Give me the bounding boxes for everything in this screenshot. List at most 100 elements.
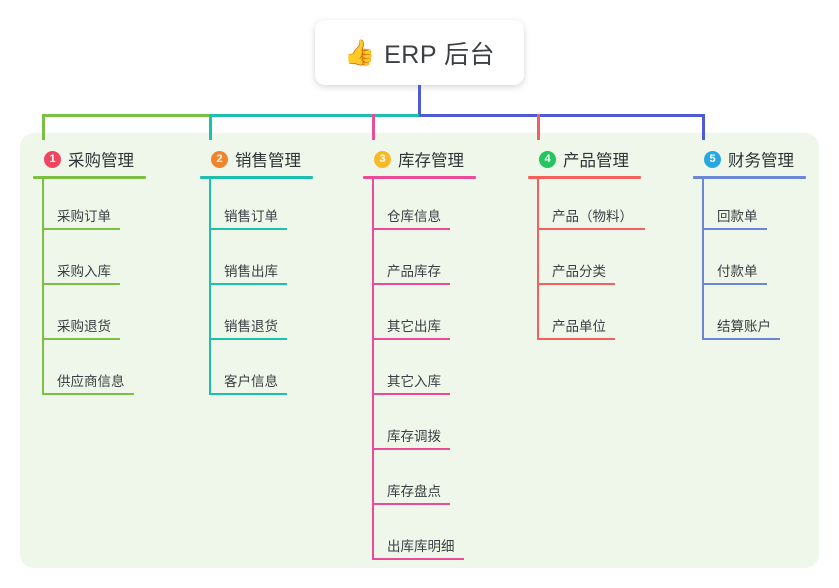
column-spine xyxy=(209,179,211,395)
menu-item[interactable]: 出库库明细 xyxy=(363,509,508,564)
column-header-5[interactable]: 5 财务管理 xyxy=(693,147,813,171)
column-spine xyxy=(702,179,704,340)
menu-item-label: 产品（物料） xyxy=(552,209,633,224)
menu-item-rule xyxy=(209,283,287,285)
column-header-rule xyxy=(363,176,476,179)
menu-item[interactable]: 供应商信息 xyxy=(33,344,178,399)
menu-item-rule xyxy=(537,228,645,230)
menu-item-rule xyxy=(42,393,134,395)
menu-item-label: 库存盘点 xyxy=(387,484,441,499)
column-spine xyxy=(42,179,44,395)
menu-item[interactable]: 销售退货 xyxy=(200,289,345,344)
menu-item-rule xyxy=(372,338,450,340)
menu-item[interactable]: 采购订单 xyxy=(33,179,178,234)
menu-item-label: 销售出库 xyxy=(224,264,278,279)
column-title: 产品管理 xyxy=(563,152,629,170)
connector-stub-3 xyxy=(372,114,375,140)
column-items: 仓库信息产品库存其它出库其它入库库存调拨库存盘点出库库明细 xyxy=(363,179,508,564)
menu-item[interactable]: 销售出库 xyxy=(200,234,345,289)
menu-item-label: 采购订单 xyxy=(57,209,111,224)
menu-item-label: 结算账户 xyxy=(717,319,771,334)
menu-item[interactable]: 其它出库 xyxy=(363,289,508,344)
menu-item[interactable]: 仓库信息 xyxy=(363,179,508,234)
menu-item[interactable]: 销售订单 xyxy=(200,179,345,234)
menu-item-label: 采购入库 xyxy=(57,264,111,279)
column-number-badge: 2 xyxy=(211,150,228,168)
menu-item-rule xyxy=(537,283,615,285)
column-header-rule xyxy=(33,176,146,179)
column-items: 回款单付款单结算账户 xyxy=(693,179,813,344)
column-title: 采购管理 xyxy=(68,152,134,170)
menu-item[interactable]: 结算账户 xyxy=(693,289,813,344)
menu-item-rule xyxy=(372,558,464,560)
connector-bus-segment-2 xyxy=(210,114,419,117)
column-number-badge: 4 xyxy=(539,150,556,168)
menu-item-rule xyxy=(702,338,780,340)
column-4: 4 产品管理产品（物料） 产品分类产品单位 xyxy=(528,147,673,344)
root-node-card[interactable]: 👍 ERP 后台 xyxy=(315,20,524,85)
column-header-2[interactable]: 2 销售管理 xyxy=(200,147,345,171)
menu-item-label: 仓库信息 xyxy=(387,209,441,224)
menu-item-label: 其它入库 xyxy=(387,374,441,389)
column-items: 产品（物料） 产品分类产品单位 xyxy=(528,179,673,344)
menu-item-label: 客户信息 xyxy=(224,374,278,389)
column-header-3[interactable]: 3 库存管理 xyxy=(363,147,508,171)
menu-item-rule xyxy=(42,283,120,285)
column-header-4[interactable]: 4 产品管理 xyxy=(528,147,673,171)
menu-item-rule xyxy=(42,338,120,340)
column-header-rule xyxy=(200,176,313,179)
thumbs-up-icon: 👍 xyxy=(343,38,376,67)
menu-item-label: 其它出库 xyxy=(387,319,441,334)
menu-item-rule xyxy=(537,338,615,340)
menu-item-rule xyxy=(372,393,450,395)
menu-item-label: 库存调拨 xyxy=(387,429,441,444)
menu-item[interactable]: 库存调拨 xyxy=(363,399,508,454)
menu-item[interactable]: 产品（物料） xyxy=(528,179,673,234)
menu-item[interactable]: 回款单 xyxy=(693,179,813,234)
connector-stub-1 xyxy=(42,114,45,140)
menu-item[interactable]: 产品单位 xyxy=(528,289,673,344)
column-5: 5 财务管理回款单付款单结算账户 xyxy=(693,147,813,344)
column-title: 财务管理 xyxy=(728,152,794,170)
menu-item-label: 产品分类 xyxy=(552,264,606,279)
menu-item-label: 供应商信息 xyxy=(57,374,125,389)
connector-trunk-vertical xyxy=(418,85,421,116)
menu-item[interactable]: 客户信息 xyxy=(200,344,345,399)
menu-item-label: 回款单 xyxy=(717,209,758,224)
menu-item-rule xyxy=(702,283,767,285)
menu-item-label: 销售订单 xyxy=(224,209,278,224)
menu-item[interactable]: 采购退货 xyxy=(33,289,178,344)
menu-item-rule xyxy=(209,228,287,230)
connector-bus-segment-3 xyxy=(419,114,705,117)
diagram-background-panel xyxy=(20,133,819,568)
column-spine xyxy=(537,179,539,340)
column-3: 3 库存管理仓库信息产品库存其它出库其它入库库存调拨库存盘点出库库明细 xyxy=(363,147,508,564)
column-number-badge: 3 xyxy=(374,150,391,168)
column-items: 销售订单销售出库销售退货客户信息 xyxy=(200,179,345,399)
connector-stub-4 xyxy=(537,114,540,140)
menu-item[interactable]: 产品分类 xyxy=(528,234,673,289)
column-number-badge: 5 xyxy=(704,150,721,168)
menu-item-rule xyxy=(372,503,450,505)
menu-item[interactable]: 付款单 xyxy=(693,234,813,289)
menu-item[interactable]: 其它入库 xyxy=(363,344,508,399)
connector-stub-5 xyxy=(702,114,705,140)
menu-item[interactable]: 库存盘点 xyxy=(363,454,508,509)
column-header-rule xyxy=(693,176,806,179)
column-2: 2 销售管理销售订单销售出库销售退货客户信息 xyxy=(200,147,345,399)
menu-item-label: 采购退货 xyxy=(57,319,111,334)
menu-item[interactable]: 采购入库 xyxy=(33,234,178,289)
connector-stub-2 xyxy=(209,114,212,140)
menu-item-rule xyxy=(372,283,450,285)
menu-item-rule xyxy=(372,448,450,450)
column-title: 库存管理 xyxy=(398,152,464,170)
menu-item[interactable]: 产品库存 xyxy=(363,234,508,289)
root-node-title: ERP 后台 xyxy=(384,40,496,69)
column-title: 销售管理 xyxy=(235,152,301,170)
menu-item-rule xyxy=(702,228,767,230)
menu-item-rule xyxy=(42,228,120,230)
menu-item-label: 销售退货 xyxy=(224,319,278,334)
